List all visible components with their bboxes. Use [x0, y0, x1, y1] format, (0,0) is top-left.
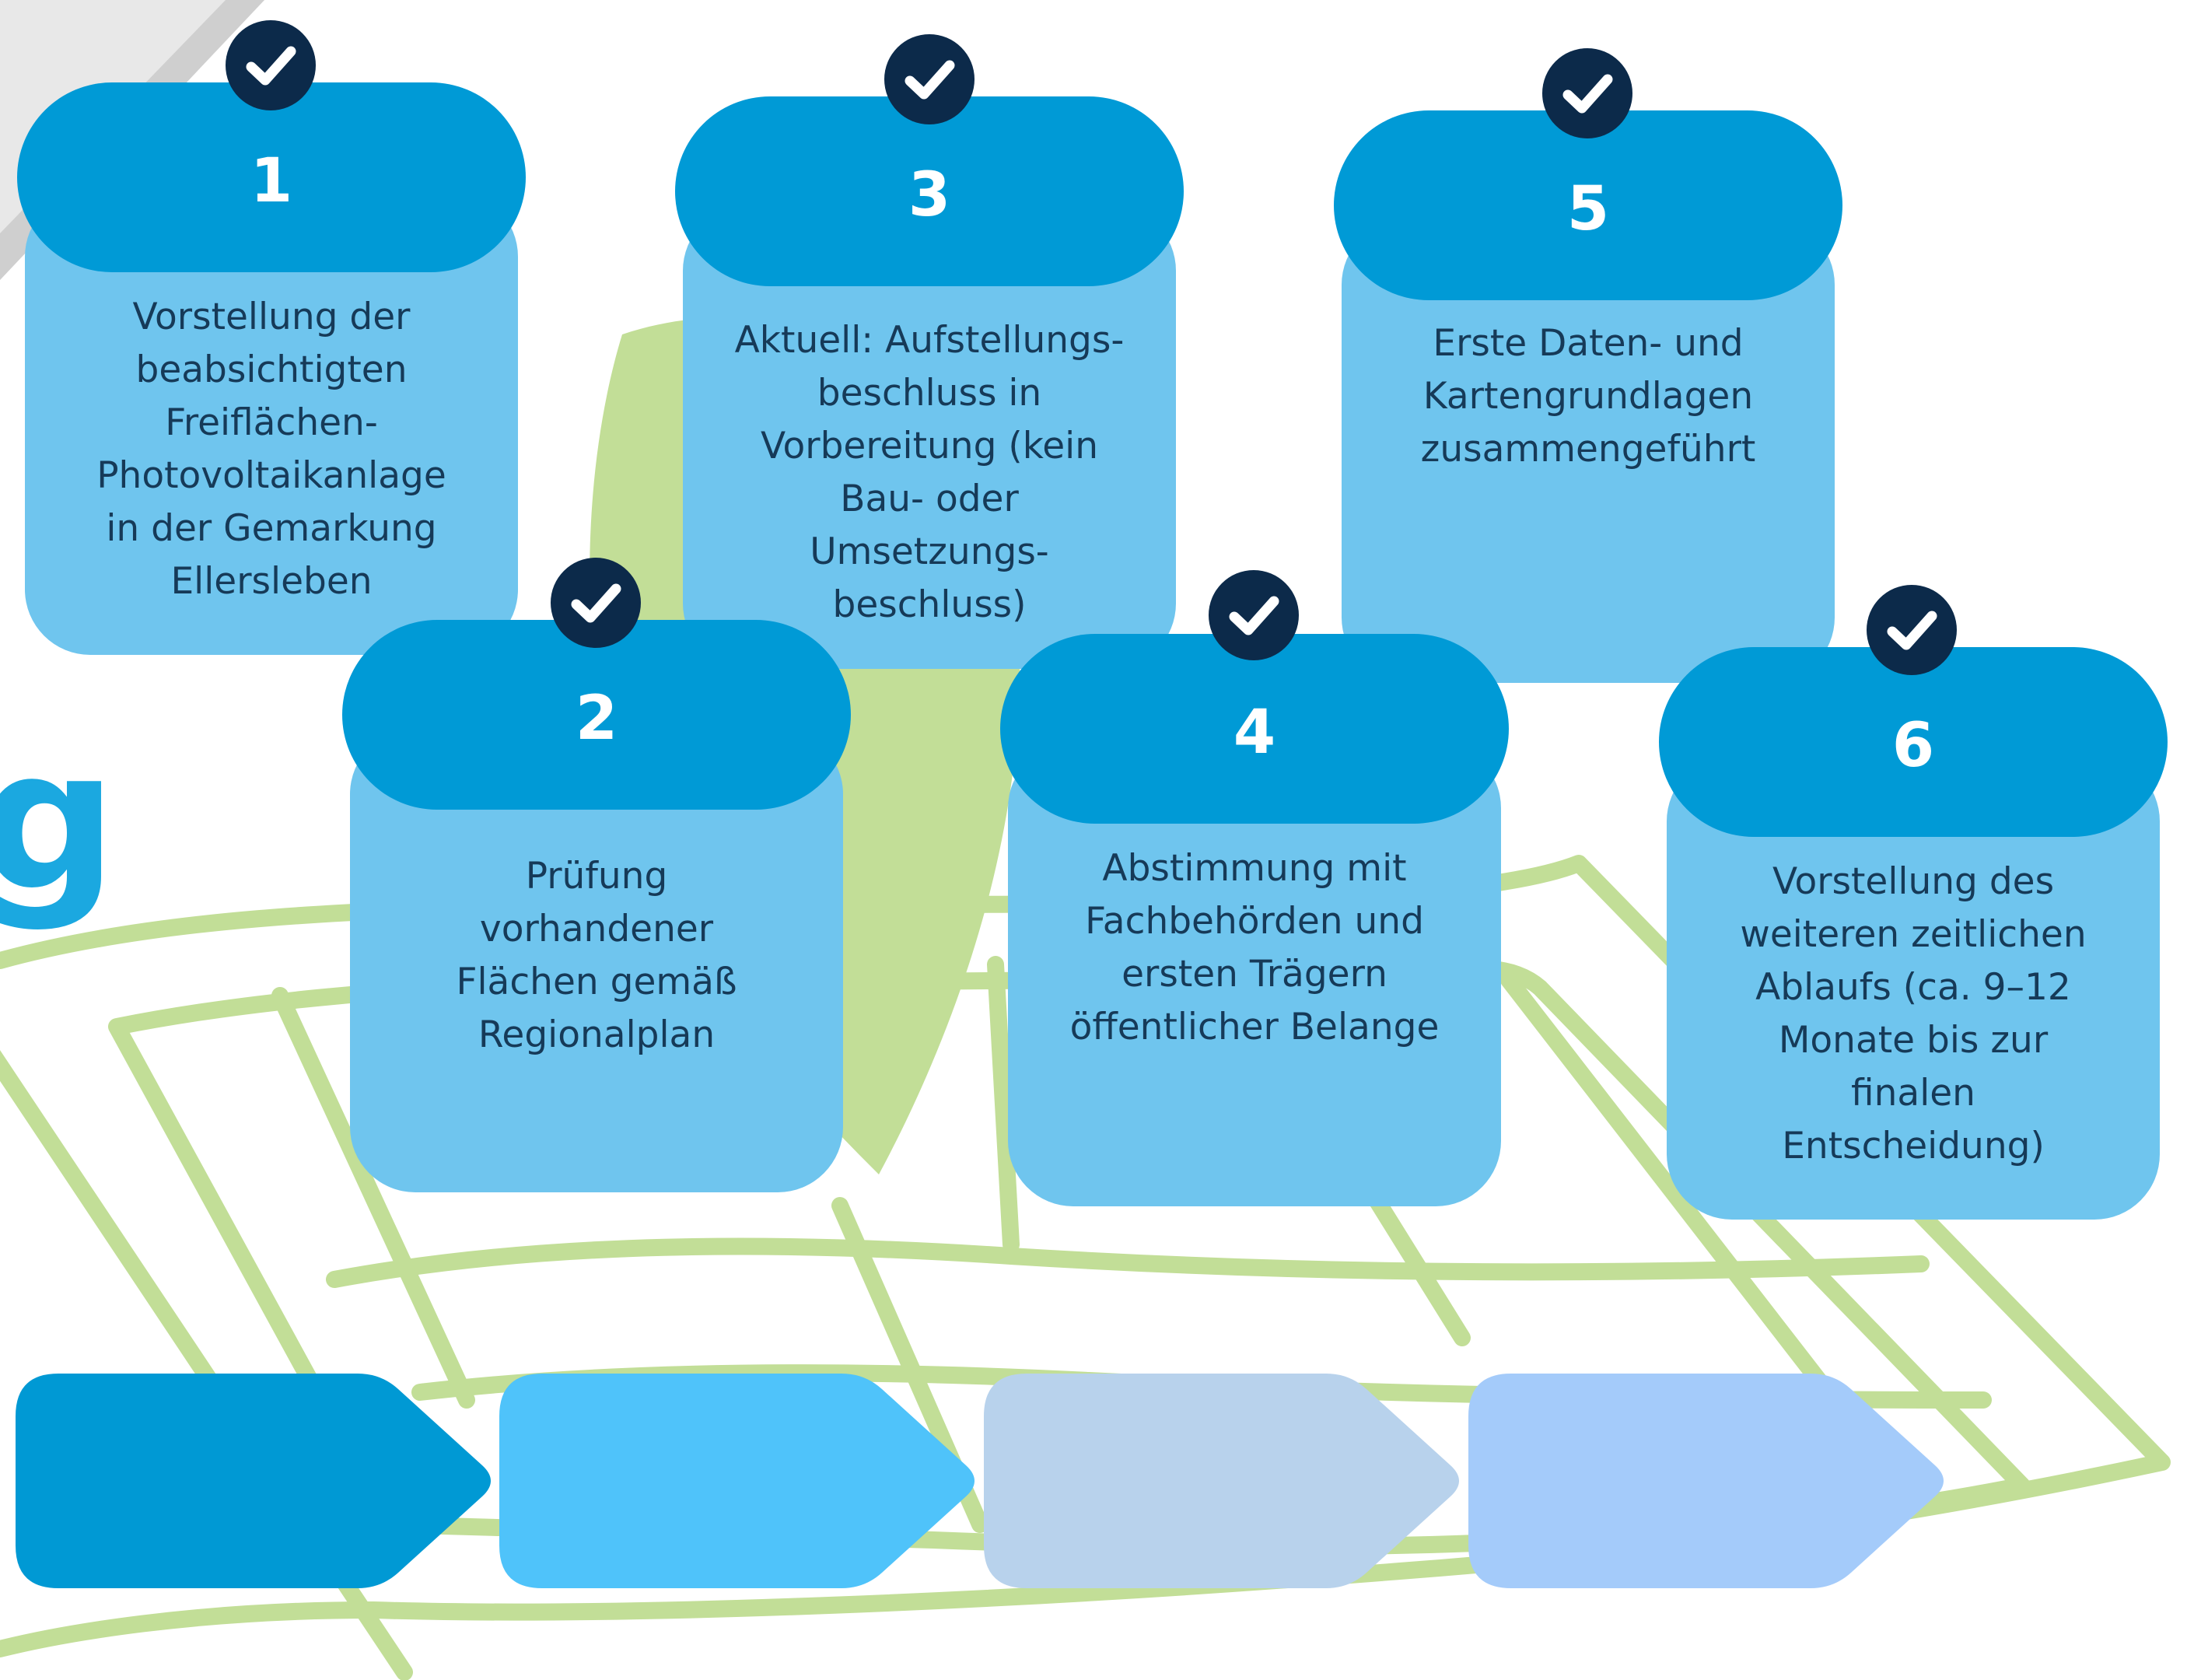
step-description: Abstimmung mit Fachbehörden und ersten T…	[1069, 847, 1440, 1048]
check-icon	[1867, 585, 1957, 675]
step-description: Aktuell: Aufstellungs- beschluss in Vorb…	[734, 319, 1125, 626]
arrow-tab-1	[16, 1374, 491, 1588]
step-number-header: 4	[1000, 634, 1509, 824]
step-card-6: 6 Vorstellung des weiteren zeitlichen Ab…	[1659, 647, 2168, 1220]
map-road-diagonal-1	[271, 987, 475, 1409]
arrow-tab-shape	[16, 1374, 491, 1588]
step-card-2: 2 Prüfung vorhandener Flächen gemäß Regi…	[342, 620, 851, 1192]
check-icon	[551, 558, 641, 648]
step-card-3: 3 Aktuell: Aufstellungs- beschluss in Vo…	[675, 96, 1184, 669]
headline-fragment: g	[0, 707, 117, 933]
step-number-header: 2	[342, 620, 851, 810]
check-icon	[884, 34, 975, 124]
map-road-horizontal-1	[326, 1237, 1930, 1288]
arrow-tab-4	[1468, 1374, 1944, 1588]
step-description: Vorstellung des weiteren zeitlichen Abla…	[1740, 860, 2087, 1167]
step-card-5: 5 Erste Daten- und Kartengrundlagen zusa…	[1334, 110, 1842, 683]
map-road-vertical	[987, 956, 1020, 1253]
check-icon	[1542, 48, 1632, 138]
step-number-header: 5	[1334, 110, 1842, 300]
check-icon	[226, 20, 316, 110]
arrow-tab-3	[984, 1374, 1459, 1588]
step-number-header: 3	[675, 96, 1184, 286]
arrow-tab-shape	[499, 1374, 975, 1588]
step-description: Prüfung vorhandener Flächen gemäß Region…	[456, 855, 737, 1056]
arrow-tab-shape	[1468, 1374, 1944, 1588]
arrow-tab-2	[499, 1374, 975, 1588]
step-description: Vorstellung der beabsichtigten Freifläch…	[96, 296, 446, 603]
step-card-4: 4 Abstimmung mit Fachbehörden und ersten…	[1000, 634, 1509, 1206]
arrow-tab-shape	[984, 1374, 1459, 1588]
check-icon	[1209, 570, 1299, 660]
step-card-1: 1 Vorstellung der beabsichtigten Freiflä…	[17, 82, 526, 655]
step-description: Erste Daten- und Kartengrundlagen zusamm…	[1420, 322, 1756, 471]
step-number-header: 6	[1659, 647, 2168, 837]
step-number-header: 1	[17, 82, 526, 272]
